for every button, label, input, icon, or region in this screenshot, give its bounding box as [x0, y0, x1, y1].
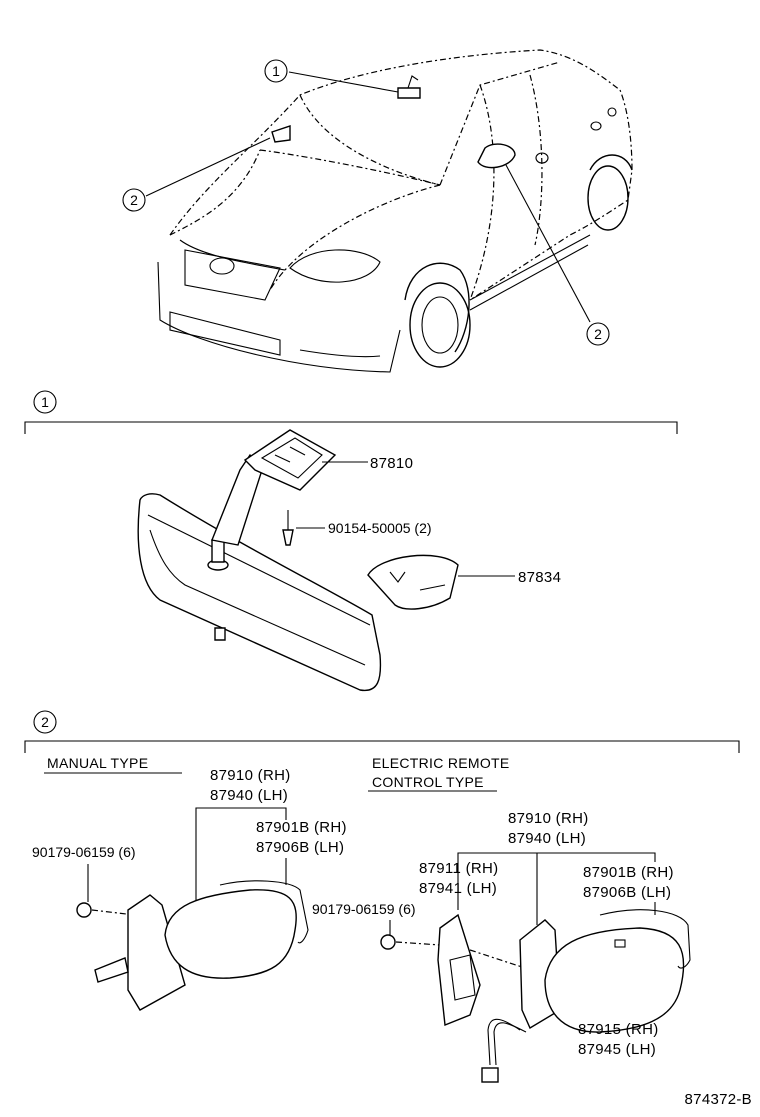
electric-plate-rh: 87911 (RH) — [419, 860, 498, 877]
electric-cover-rh: 87901B (RH) — [583, 864, 674, 881]
part-87810: 87810 — [370, 455, 413, 472]
mirror-cover-illustration — [367, 554, 459, 610]
callout-1-car: 1 — [264, 59, 288, 83]
manual-cover-lh: 87906B (LH) — [256, 839, 344, 856]
part-87834: 87834 — [518, 569, 561, 586]
manual-mirror-lh: 87940 (LH) — [210, 787, 288, 804]
svg-text:2: 2 — [41, 714, 49, 730]
electric-mirror-rh: 87910 (RH) — [508, 810, 589, 827]
inner-mirror-illustration — [137, 429, 382, 692]
svg-text:1: 1 — [272, 63, 280, 79]
electric-heading-line1: ELECTRIC REMOTE — [372, 755, 510, 771]
svg-text:1: 1 — [41, 394, 49, 410]
electric-motor-lh: 87945 (LH) — [578, 1041, 656, 1058]
manual-mirror-rh: 87910 (RH) — [210, 767, 291, 784]
section-2-header: 2 — [24, 710, 740, 753]
callout-2-car-left: 2 — [122, 188, 146, 212]
electric-plate-lh: 87941 (LH) — [419, 880, 497, 897]
svg-text:2: 2 — [130, 192, 138, 208]
part-screw: 90154-50005 (2) — [328, 520, 432, 536]
electric-clip-label: 90179-06159 (6) — [312, 901, 416, 917]
svg-text:2: 2 — [594, 326, 602, 342]
screw-illustration — [282, 510, 294, 546]
car-illustration — [145, 49, 633, 373]
electric-cover-lh: 87906B (LH) — [583, 884, 671, 901]
electric-motor-rh: 87915 (RH) — [578, 1021, 659, 1038]
electric-mirror-lh: 87940 (LH) — [508, 830, 586, 847]
figure-code: 874372-B — [685, 1091, 752, 1108]
manual-clip-label: 90179-06159 (6) — [32, 844, 136, 860]
callout-2-car-right: 2 — [586, 322, 610, 346]
electric-mirror-illustration — [380, 909, 691, 1083]
manual-cover-rh: 87901B (RH) — [256, 819, 347, 836]
electric-heading-line2: CONTROL TYPE — [372, 774, 484, 790]
manual-mirror-illustration — [76, 880, 309, 1011]
section-1-header: 1 — [24, 390, 678, 434]
manual-type-heading: MANUAL TYPE — [47, 755, 148, 771]
